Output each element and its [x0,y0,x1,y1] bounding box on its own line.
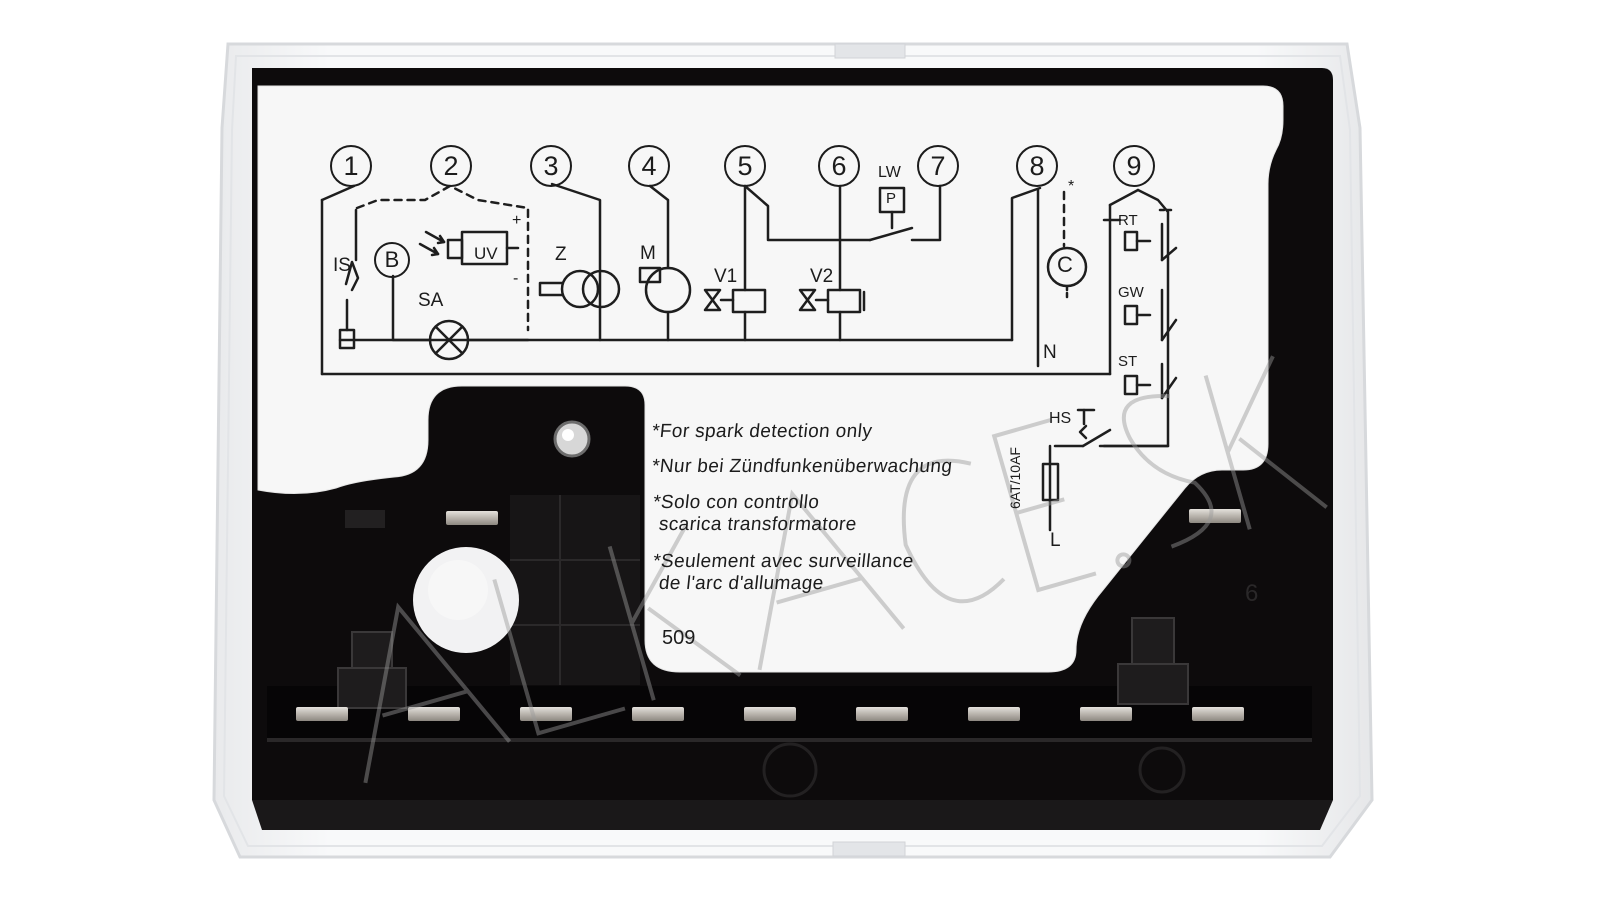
label-p: P [886,190,897,207]
label-v1: V1 [714,266,738,287]
asterisk-c: * [1068,178,1075,195]
terminal-6: 6 [818,145,860,187]
label-st: ST [1118,353,1138,370]
wiring-diagram [320,182,1178,532]
corner-mark: 6 [1245,580,1259,607]
label-v2: V2 [810,266,834,287]
terminal-4: 4 [628,145,670,187]
terminal-3: 3 [530,145,572,187]
terminal-7: 7 [917,145,959,187]
wiring-label [257,85,1284,673]
label-sa: SA [418,290,444,311]
label-fuse: 6AT/10AF [1007,447,1023,509]
label-l: L [1050,530,1061,551]
terminal-pins [296,707,1244,721]
label-hs: HS [1049,410,1072,427]
c-marker: C [1057,252,1073,277]
terminal-9: 9 [1113,145,1155,187]
terminal-8: 8 [1016,145,1058,187]
label-m: M [640,243,656,264]
terminal-1: 1 [330,145,372,187]
terminal-5: 5 [724,145,766,187]
label-uv-plus: + [512,212,522,229]
label-uv: UV [474,244,498,263]
label-z: Z [555,244,567,265]
label-gw: GW [1118,284,1144,301]
label-is: IS [333,255,351,276]
terminal-2: 2 [430,145,472,187]
top-pins [446,509,1241,525]
label-uv-minus: - [513,270,519,287]
label-lw: LW [878,164,901,181]
label-rt: RT [1118,212,1138,229]
note-en: *For spark detection only [650,421,874,442]
note-de: *Nur bei Zündfunkenüberwachung [650,456,954,477]
code-number: 509 [662,627,696,649]
label-n: N [1043,342,1057,363]
b-marker: B [374,242,410,278]
watermark-logo [363,355,1328,784]
